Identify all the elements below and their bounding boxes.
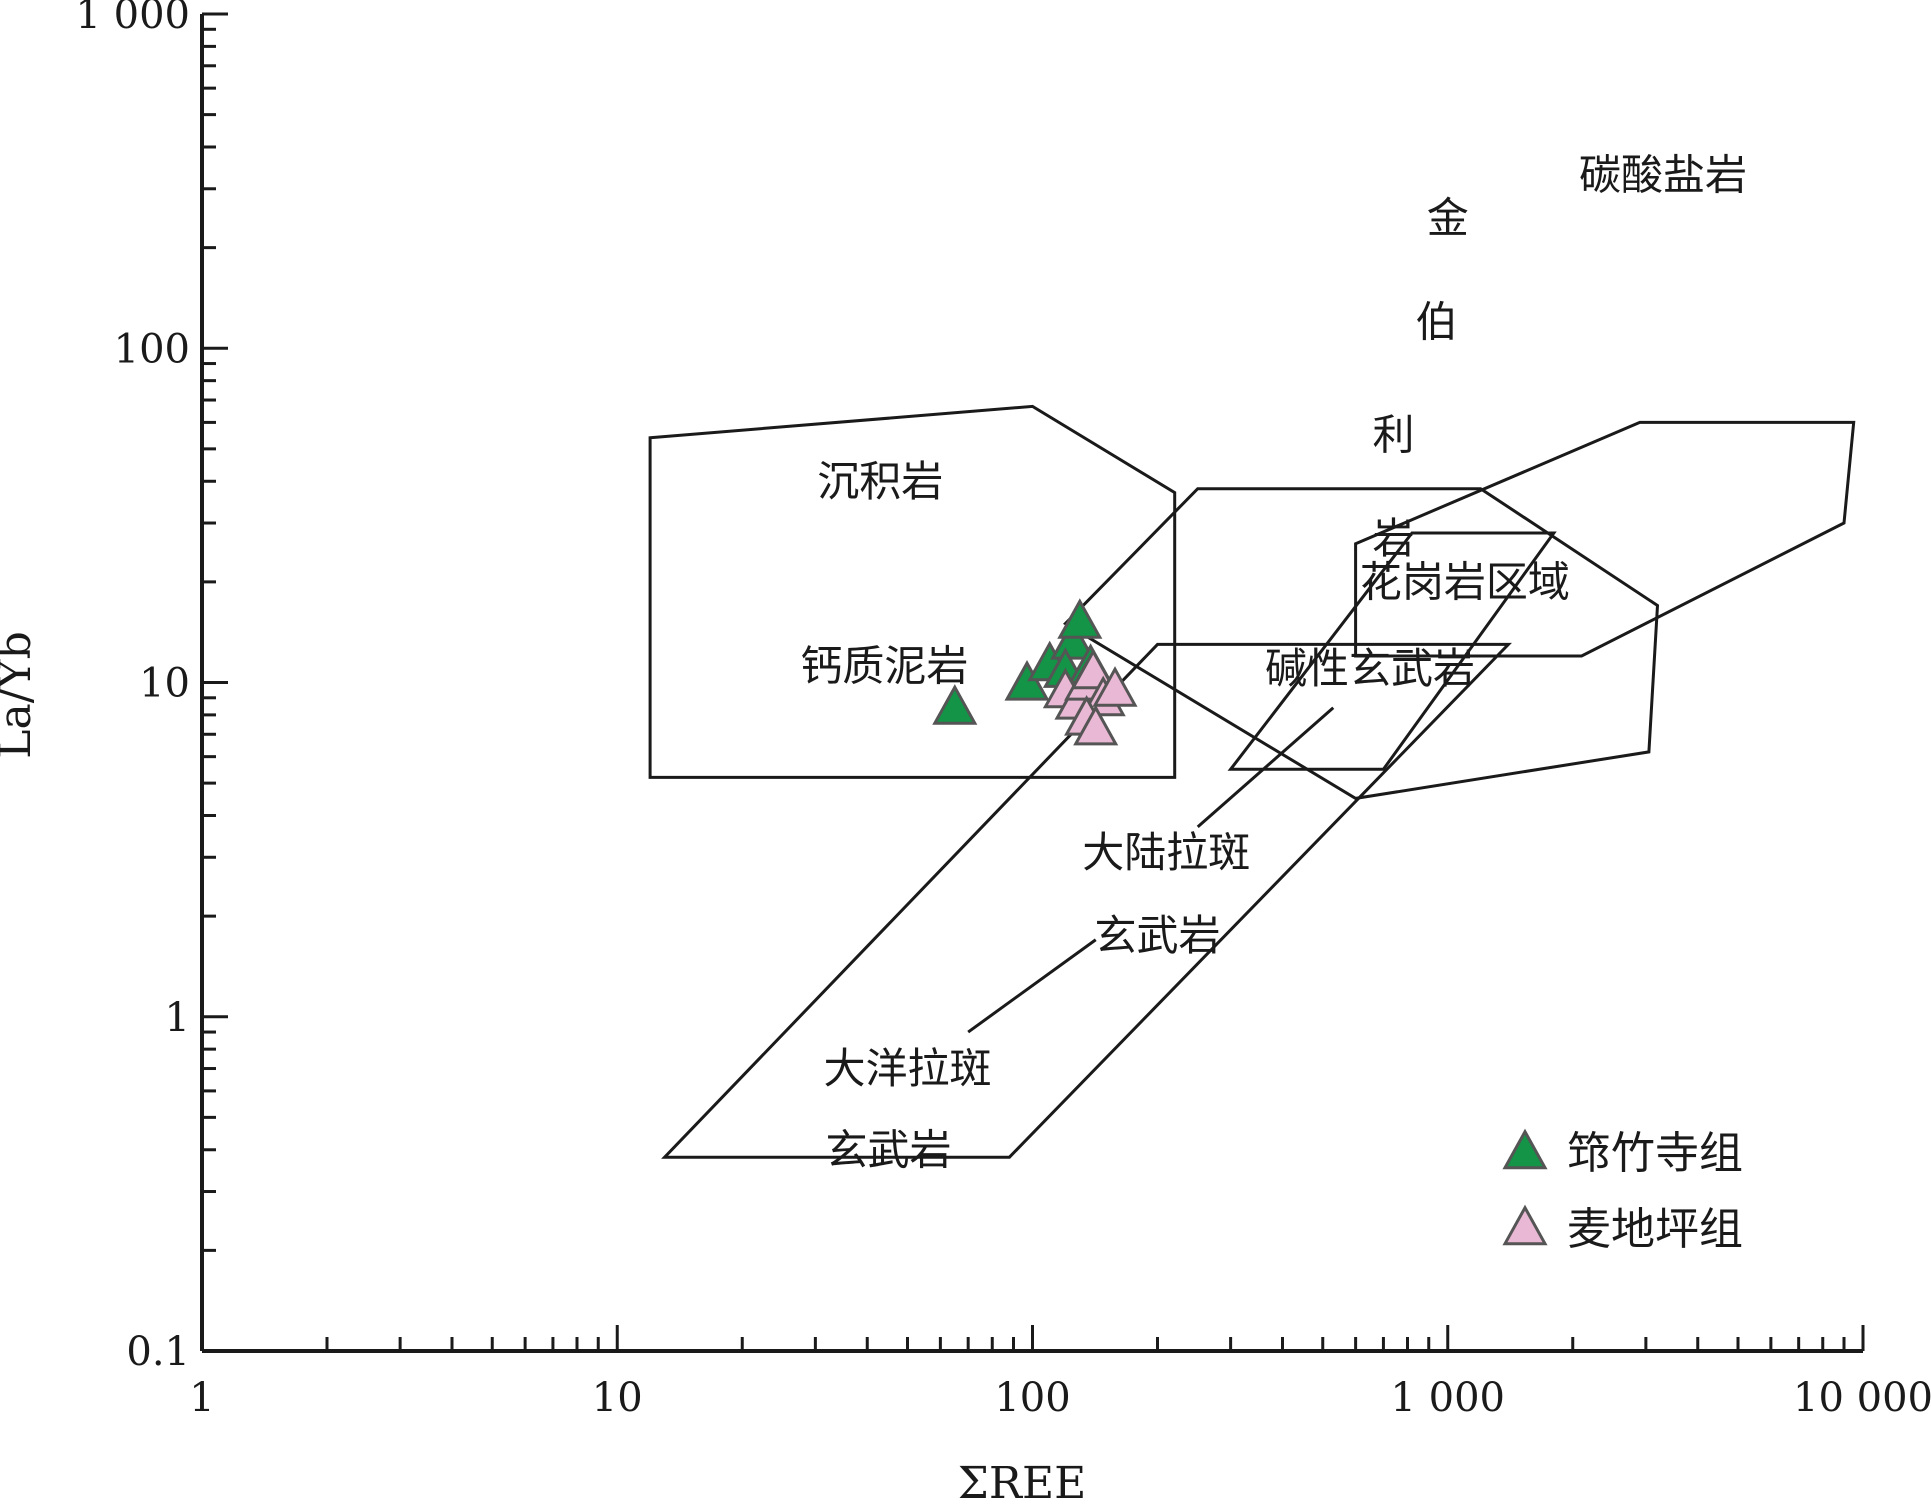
data-point-series-1 [1092, 666, 1138, 707]
y-tick-label: 100 [114, 326, 190, 372]
region-label-0: 沉积岩 [817, 457, 943, 506]
data-point-series-0 [932, 684, 978, 725]
region-label-2: 花岗岩区域 [1360, 557, 1570, 606]
region-label-1: 钙质泥岩 [800, 642, 968, 691]
region-label-12: 玄武岩 [825, 1125, 951, 1174]
legend-label-0: 筇竹寺组 [1567, 1128, 1743, 1179]
x-tick-label: 1 [189, 1375, 214, 1421]
data-points [932, 598, 1138, 746]
x-tick-label: 1 000 [1390, 1375, 1505, 1421]
y-tick-label: 1 [165, 995, 190, 1041]
region-label-8: 岩 [1372, 514, 1414, 563]
y-tick-label: 0.1 [126, 1329, 190, 1375]
region-label-10: 玄武岩 [1094, 911, 1220, 960]
y-axis-label: La/Yb [0, 631, 41, 759]
x-tick-label: 10 [592, 1375, 643, 1421]
region-2 [1354, 420, 1856, 658]
data-point-series-0 [1057, 598, 1103, 639]
y-tick-label: 1 000 [75, 0, 190, 38]
legend-label-1: 麦地坪组 [1567, 1204, 1743, 1255]
region-label-4: 碳酸盐岩 [1579, 150, 1747, 199]
region-4 [661, 642, 1512, 1159]
region-label-11: 大洋拉斑 [823, 1044, 991, 1093]
region-1 [1062, 487, 1660, 800]
y-tick-label: 10 [139, 661, 190, 707]
legend-marker-0 [1502, 1128, 1548, 1170]
region-label-9: 大陆拉斑 [1082, 828, 1250, 877]
leader-line-1 [967, 938, 1097, 1034]
x-tick-label: 100 [994, 1375, 1070, 1421]
legend-marker-1 [1502, 1204, 1548, 1246]
x-tick-label: 10 000 [1793, 1375, 1931, 1421]
data-point-series-0 [1050, 619, 1096, 660]
leader-line-0 [1196, 706, 1335, 828]
region-label-6: 伯 [1416, 297, 1458, 346]
data-point-series-1 [1073, 704, 1119, 746]
region-label-3: 碱性玄武岩 [1265, 644, 1475, 693]
region-label-5: 金 [1427, 194, 1469, 243]
region-3 [1227, 531, 1557, 771]
x-axis-label: ΣREE [958, 1458, 1086, 1506]
region-0 [648, 404, 1177, 779]
region-label-7: 利 [1372, 411, 1414, 460]
